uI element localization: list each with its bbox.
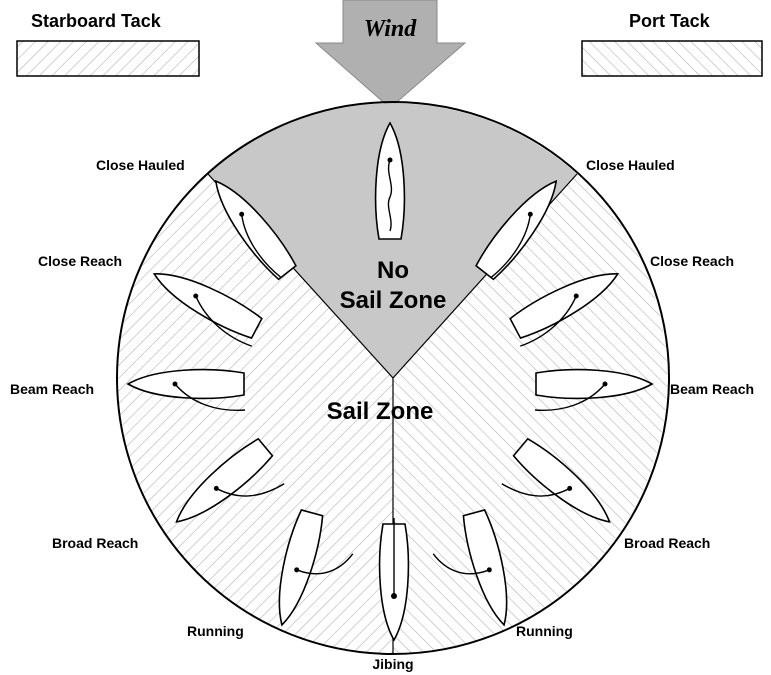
boat-starboard-beam-reach bbox=[126, 368, 246, 411]
boat-jibing bbox=[378, 518, 410, 642]
label-port-close-hauled: Close Hauled bbox=[586, 157, 675, 173]
legend-port-label: Port Tack bbox=[629, 11, 711, 31]
boat-port-broad-reach bbox=[501, 437, 611, 523]
boat-starboard-broad-reach bbox=[175, 437, 285, 523]
label-port-running: Running bbox=[516, 623, 573, 639]
boat-port-running bbox=[432, 509, 508, 627]
label-starboard-close-reach: Close Reach bbox=[38, 253, 122, 269]
label-port-beam-reach: Beam Reach bbox=[670, 381, 754, 397]
boat-starboard-close-reach bbox=[152, 273, 263, 347]
no-sail-zone-sector bbox=[208, 103, 577, 378]
label-starboard-running: Running bbox=[187, 623, 244, 639]
points-of-sail-circle bbox=[116, 101, 670, 655]
boat-head-to-wind bbox=[374, 121, 406, 240]
label-starboard-beam-reach: Beam Reach bbox=[10, 381, 94, 397]
legend-port-swatch bbox=[581, 40, 763, 77]
boat-port-beam-reach bbox=[534, 368, 654, 411]
no-sail-zone-label-line1: No bbox=[377, 257, 409, 284]
wind-label: Wind bbox=[364, 16, 417, 42]
legend-starboard-label: Starboard Tack bbox=[31, 11, 162, 31]
label-starboard-broad-reach: Broad Reach bbox=[52, 535, 138, 551]
boat-starboard-close-hauled bbox=[214, 179, 297, 281]
wind-arrow: Wind bbox=[314, 0, 467, 109]
no-sail-zone-label-line2: Sail Zone bbox=[340, 287, 447, 314]
legend-port-tack: Port Tack bbox=[581, 11, 763, 77]
label-port-close-reach: Close Reach bbox=[650, 253, 734, 269]
sail-zone-label: Sail Zone bbox=[327, 398, 434, 425]
label-jibing: Jibing bbox=[372, 656, 413, 672]
boat-port-close-reach bbox=[509, 273, 620, 347]
legend-starboard-tack: Starboard Tack bbox=[16, 11, 200, 77]
boat-port-close-hauled bbox=[475, 179, 558, 281]
label-port-broad-reach: Broad Reach bbox=[624, 535, 710, 551]
boat-starboard-running bbox=[278, 509, 354, 627]
legend-starboard-swatch bbox=[16, 40, 200, 77]
label-starboard-close-hauled: Close Hauled bbox=[96, 157, 185, 173]
